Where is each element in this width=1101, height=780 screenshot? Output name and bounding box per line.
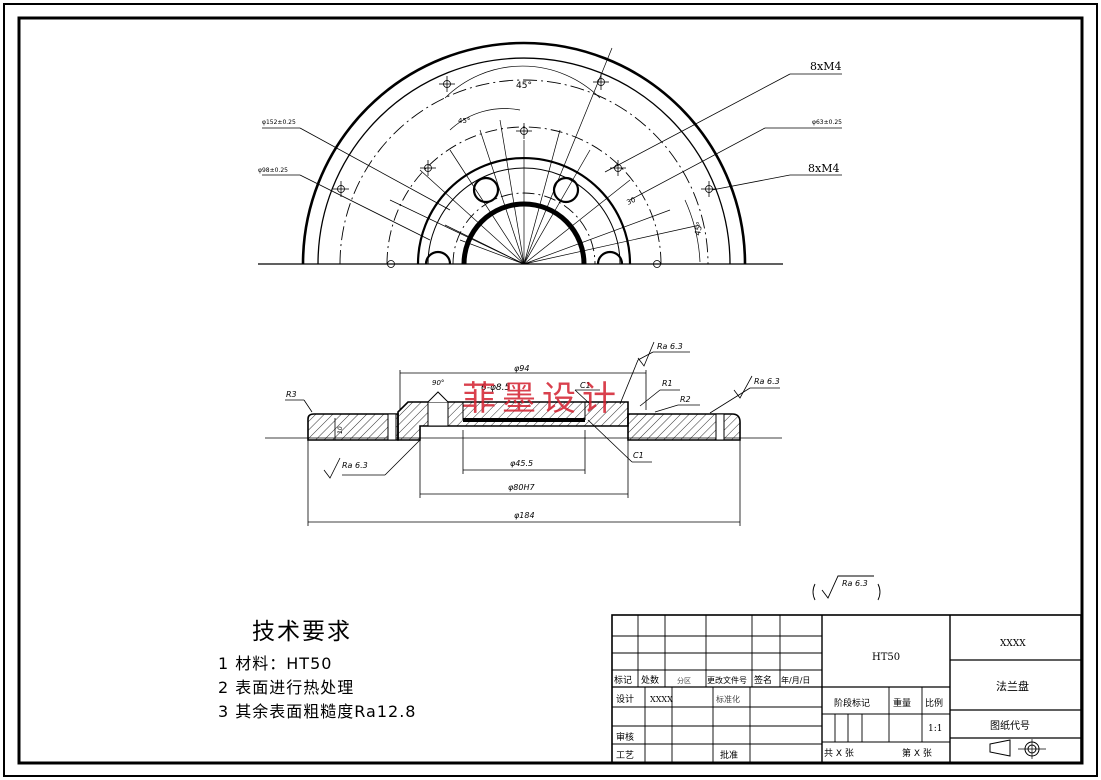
dim-r1: R1 — [662, 379, 673, 388]
dim-r3: R3 — [286, 390, 297, 399]
dim-ra-right: Ra 6.3 — [754, 377, 780, 386]
tb-mark-2: 处数 — [641, 674, 659, 686]
label-dia-left: φ98±0.25 — [258, 167, 288, 174]
requirement-item-3: 3 其余表面粗糙度Ra12.8 — [218, 702, 417, 721]
label-8xm4-top: 8xM4 — [810, 60, 841, 73]
angle-45-outer: 45° — [516, 81, 532, 91]
dim-c1-bottom: C1 — [633, 451, 644, 460]
tb-design-label: 设计 — [616, 693, 634, 705]
title-block — [611, 614, 1082, 764]
dim-ra-left: Ra 6.3 — [342, 461, 368, 470]
dim-r2: R2 — [680, 395, 691, 404]
tb-standard-label: 标准化 — [716, 694, 740, 704]
angle-right: 45° — [693, 221, 704, 237]
dim-6xphi8-5: 6-φ8.5 — [481, 383, 510, 393]
dim-phi94: φ94 — [514, 364, 529, 373]
tb-scale-label: 比例 — [925, 697, 943, 709]
dim-phi80h7: φ80H7 — [508, 483, 535, 492]
label-8xm4-mid: 8xM4 — [808, 162, 839, 175]
plan-view — [258, 41, 842, 268]
tb-company: XXXX — [1000, 639, 1026, 649]
watermark: 菲墨设计 — [462, 379, 622, 419]
tb-mark-3: 分区 — [677, 676, 691, 685]
tb-mark-4: 更改文件号 — [707, 675, 747, 685]
tb-design-name: XXXX — [650, 695, 673, 704]
tb-mark-6: 年/月/日 — [781, 675, 810, 685]
tb-material: HT50 — [872, 652, 900, 663]
dim-c1-top: C1 — [580, 381, 591, 390]
tb-stage-label: 阶段标记 — [834, 697, 870, 709]
tb-drawing-no-label: 图纸代号 — [990, 719, 1030, 732]
dim-thickness: 10 — [337, 426, 344, 434]
tb-approve-label: 批准 — [720, 749, 738, 761]
requirements-title: 技术要求 — [252, 619, 352, 645]
angle-45-inner: 45° — [458, 117, 470, 125]
tb-part-name: 法兰盘 — [996, 679, 1029, 693]
outer-border — [3, 3, 1098, 777]
tb-sheet-no: 第 X 张 — [902, 747, 932, 759]
label-dia-right: φ63±0.25 — [812, 119, 842, 126]
tb-mark-1: 标记 — [614, 674, 632, 686]
roughness-note — [812, 575, 881, 601]
tb-process-label: 工艺 — [616, 750, 634, 761]
dim-90deg: 90° — [432, 379, 444, 387]
dim-ra-top: Ra 6.3 — [657, 342, 683, 351]
angle-small: 30 — [625, 196, 636, 207]
tb-sheets-total: 共 X 张 — [824, 748, 854, 759]
dim-phi45-5: φ45.5 — [510, 459, 533, 468]
tb-mark-5: 签名 — [754, 674, 772, 686]
dim-phi184: φ184 — [514, 511, 535, 520]
section-view — [265, 341, 782, 526]
tb-scale-value: 1:1 — [928, 724, 942, 734]
roughness-note-text: Ra 6.3 — [842, 579, 868, 588]
tb-review-label: 审核 — [616, 731, 634, 743]
tb-weight-label: 重量 — [893, 697, 911, 709]
requirement-item-2: 2 表面进行热处理 — [218, 678, 355, 697]
label-dia-152: φ152±0.25 — [262, 119, 296, 126]
requirement-item-1: 1 材料：HT50 — [218, 654, 333, 673]
inner-border — [17, 16, 1084, 765]
